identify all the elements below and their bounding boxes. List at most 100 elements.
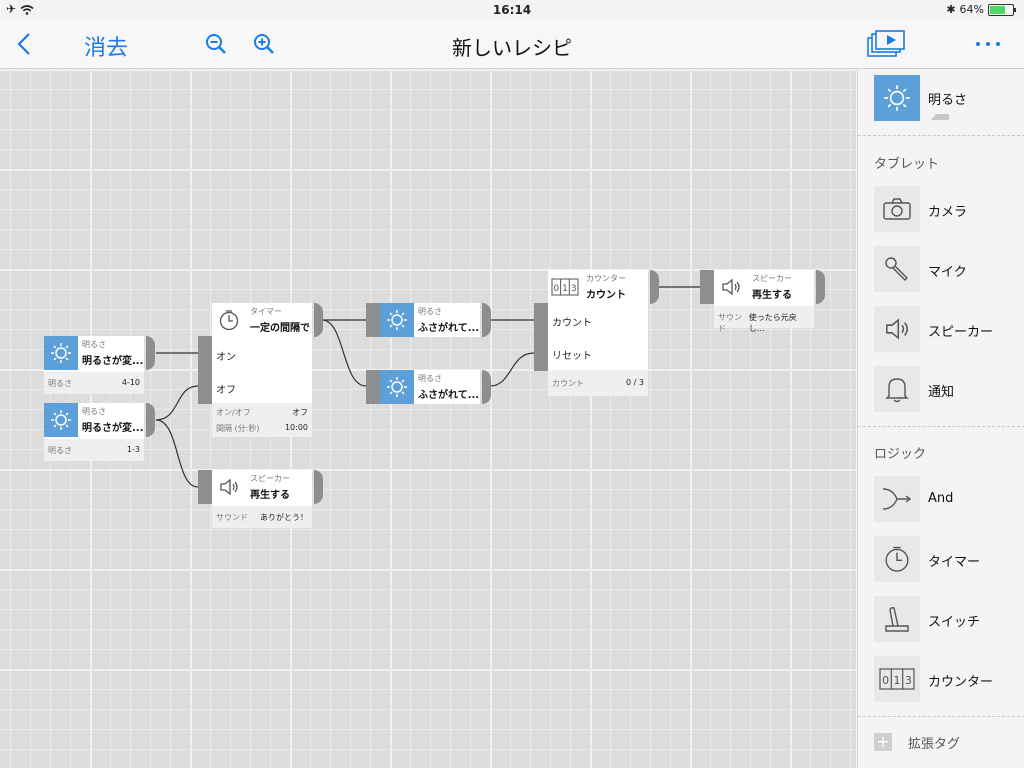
node-speaker-2[interactable]: スピーカー 再生する サウンド使ったら元戻し... [714,270,814,333]
speaker-icon [874,306,920,352]
node-category: 明るさ [82,340,106,349]
back-button[interactable] [16,32,32,56]
output-port[interactable] [146,403,155,437]
node-category: 明るさ [82,407,106,416]
battery-icon [988,3,1016,16]
divider [858,426,1024,427]
output-port[interactable] [816,270,825,304]
palette-item-mic[interactable]: マイク [874,246,1024,294]
bell-icon [874,366,920,412]
switch-icon [874,596,920,642]
tag-battery-icon [931,114,949,120]
node-brightness-3[interactable]: 明るさ ふさがれて... [380,303,480,337]
footer-label: サウンド [216,513,248,522]
node-name: ふさがれて... [418,323,480,334]
input-port-on[interactable] [198,336,212,370]
wire [321,319,367,387]
node-name: 再生する [250,490,290,501]
node-name: 明るさが変... [82,423,144,434]
node-name: ふさがれて... [418,390,480,401]
wire [155,419,199,488]
footer-value: ありがとう！ [260,513,308,522]
palette-item-brightness[interactable]: 明るさ [874,75,1024,123]
zoom-out-icon[interactable] [204,32,228,56]
port-label-off: オフ [216,385,236,396]
camera-icon [874,186,920,232]
output-port[interactable] [314,470,323,504]
zoom-in-icon[interactable] [252,32,276,56]
microphone-icon [874,246,920,292]
input-port[interactable] [366,370,380,404]
node-category: カウンター [586,274,626,283]
port-label-reset: リセット [552,351,592,362]
node-name: 再生する [752,290,792,301]
output-port[interactable] [482,370,491,404]
node-name: 一定の間隔で [250,323,310,334]
node-brightness-2[interactable]: 明るさ 明るさが変... 明るさ 1-3 [44,403,144,461]
palette-item-switch[interactable]: スイッチ [874,596,1024,644]
node-footer: 明るさ 1-3 [44,439,144,461]
node-speaker-1[interactable]: スピーカー 再生する サウンドありがとう！ [212,470,312,528]
section-extension: 拡張タグ [908,737,961,752]
delete-button[interactable]: 消去 [84,36,129,61]
node-category: 明るさ [418,374,442,383]
footer-label: オン/オフ [216,408,251,417]
input-port[interactable] [366,303,380,337]
palette-extension-tags[interactable]: + 拡張タグ [874,731,1024,755]
palette-sidebar: 明るさ タブレット カメラ マイク スピーカー 通知 ロジック And [857,69,1024,768]
play-recipe-icon[interactable] [866,30,906,58]
palette-item-label: スピーカー [928,325,994,340]
palette-item-label: カメラ [928,205,968,220]
output-port[interactable] [146,336,155,370]
footer-value: 1-3 [126,445,140,454]
node-timer[interactable]: タイマー 一定の間隔で オン オフ オン/オフオフ 間隔 (分:秒)10:00 [212,303,312,437]
node-footer: オン/オフ オフ 間隔 (分:秒) 10:00 [212,403,312,437]
palette-item-camera[interactable]: カメラ [874,186,1024,234]
input-port-count[interactable] [534,303,548,337]
footer-value: 0 / 3 [626,378,644,387]
sun-icon [44,403,78,437]
section-tablet: タブレット [874,157,940,172]
svg-text:0: 0 [553,284,559,294]
output-port[interactable] [482,303,491,337]
input-port-reset[interactable] [534,337,548,371]
palette-item-label: And [928,491,954,506]
input-port[interactable] [700,270,714,304]
more-icon[interactable] [974,40,1004,48]
footer-value: 4-10 [121,378,140,387]
palette-item-label: タイマー [928,555,981,570]
input-port[interactable] [198,470,212,504]
recipe-canvas[interactable]: 明るさ 明るさが変... 明るさ 4-10 明るさ 明るさが変... 明るさ 1-3… [0,69,856,768]
plus-icon: + [874,733,892,751]
node-brightness-4[interactable]: 明るさ ふさがれて... [380,370,480,404]
palette-item-notification[interactable]: 通知 [874,366,1024,414]
svg-text:3: 3 [571,284,577,294]
bluetooth-icon: ✱ [946,3,956,16]
node-footer: 明るさ 4-10 [44,372,144,394]
footer-label: 間隔 (分:秒) [216,424,260,433]
and-gate-icon [874,476,920,522]
status-bar: ✈ 16:14 ✱ 64% [0,0,1024,20]
status-time: 16:14 [492,3,532,17]
footer-value: 10:00 [284,423,308,432]
palette-item-and[interactable]: And [874,476,1024,524]
node-category: スピーカー [752,274,792,283]
footer-label: 明るさ [48,379,72,388]
output-port[interactable] [650,270,659,304]
wires [155,286,700,488]
speaker-icon [212,470,246,504]
palette-item-timer[interactable]: タイマー [874,536,1024,584]
palette-item-speaker[interactable]: スピーカー [874,306,1024,354]
output-port[interactable] [314,303,323,337]
footer-label: 明るさ [48,446,72,455]
palette-item-label: スイッチ [928,615,981,630]
wire [155,385,199,421]
input-port-off[interactable] [198,370,212,404]
port-label-count: カウント [552,318,592,329]
footer-value: オフ [292,408,308,417]
